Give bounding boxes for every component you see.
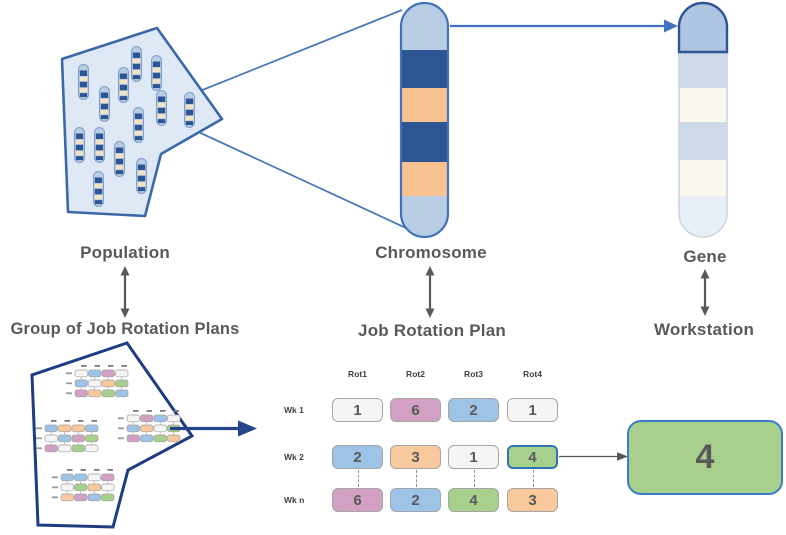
plan-cell-r1-c2: 1 — [448, 445, 499, 469]
job-rotation-plan-label: Job Rotation Plan — [358, 321, 506, 340]
row-label-0: Wk 1 — [284, 405, 304, 415]
mini-chromosome-icon — [136, 158, 147, 194]
mini-chromosome-icon — [78, 64, 89, 100]
plan-cell-r1-c0: 2 — [332, 445, 383, 469]
continuation-dash — [532, 469, 534, 487]
continuation-dash — [415, 469, 417, 487]
chromosome-label: Chromosome — [375, 243, 487, 262]
plan-cell-r2-c3: 3 — [507, 488, 558, 512]
population-mapping-arrow — [120, 266, 130, 318]
plan-cell-r2-c2: 4 — [448, 488, 499, 512]
plan-cell-r0-c2: 2 — [448, 398, 499, 422]
gene-icon — [677, 1, 729, 238]
plan-cell-r0-c3: 1 — [507, 398, 558, 422]
mini-plan-table — [36, 420, 99, 453]
mini-chromosome-icon — [74, 127, 85, 163]
mini-chromosome-icon — [118, 67, 129, 103]
selected-gene-cell: 4 — [507, 445, 558, 469]
continuation-dash — [357, 469, 359, 487]
plan-cell-r2-c0: 6 — [332, 488, 383, 512]
group-to-plan-arrow — [170, 420, 257, 437]
population-label: Population — [80, 243, 170, 262]
row-label-2: Wk n — [284, 495, 305, 505]
mini-chromosome-icon — [114, 141, 125, 177]
col-header-rot2: Rot2 — [406, 369, 425, 379]
gene-label: Gene — [683, 247, 727, 266]
mini-plan-table — [118, 410, 181, 443]
mini-plan-table — [66, 365, 129, 398]
workstation-result-box: 4 — [627, 420, 783, 495]
mini-chromosome-icon — [184, 92, 195, 128]
plan-cell-r2-c1: 2 — [390, 488, 441, 512]
row-label-1: Wk 2 — [284, 452, 304, 462]
cell-to-result-arrow — [559, 452, 628, 461]
col-header-rot4: Rot4 — [523, 369, 542, 379]
mini-chromosome-icon — [156, 90, 167, 126]
mini-plan-table — [52, 469, 115, 502]
mini-chromosome-icon — [131, 46, 142, 82]
gene-mapping-arrow — [700, 269, 710, 316]
zoom-line-top — [189, 9, 403, 96]
plan-cell-r1-c1: 3 — [390, 445, 441, 469]
col-header-rot3: Rot3 — [464, 369, 483, 379]
continuation-dash — [473, 469, 475, 487]
mini-chromosome-icon — [133, 107, 144, 143]
mini-chromosome-icon — [99, 86, 110, 122]
workstation-label: Workstation — [653, 320, 755, 339]
mini-chromosome-icon — [94, 127, 105, 163]
plan-cell-r0-c0: 1 — [332, 398, 383, 422]
plan-cell-r0-c1: 6 — [390, 398, 441, 422]
group-of-plans-tables — [36, 365, 181, 502]
chromosome-icon — [399, 1, 450, 239]
mini-chromosome-icon — [93, 171, 104, 207]
workstation-result-value: 4 — [695, 438, 715, 476]
zoom-line-bottom — [191, 128, 407, 229]
group-of-plans-label: Group of Job Rotation Plans — [10, 320, 240, 338]
mini-chromosome-icon — [151, 55, 162, 91]
chromosome-mapping-arrow — [425, 266, 435, 318]
chromosome-to-gene-arrow — [450, 19, 678, 33]
gene-highlight-cap — [677, 1, 729, 54]
col-header-rot1: Rot1 — [348, 369, 367, 379]
